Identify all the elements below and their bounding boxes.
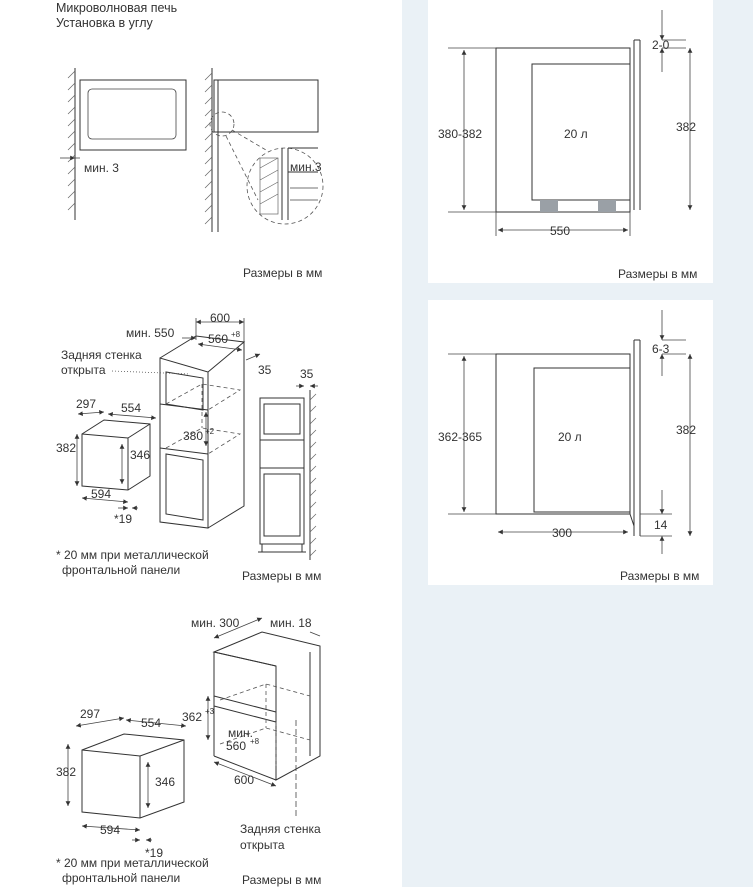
left-panel: Микроволновая печь Установка в углу мин.… — [0, 0, 402, 887]
corner-front-view: мин. 3 — [60, 68, 187, 220]
wall-oven-554: 554 — [141, 716, 161, 730]
side-view-panel-2: 6-3 382 362-365 20 л 300 14 Размеры в мм — [428, 300, 713, 585]
wall-rear-open: открыта — [240, 838, 285, 852]
side-view-panel-1: 2-0 382 380-382 20 л 550 Размеры в мм — [428, 0, 713, 283]
wall-560-sup: +8 — [250, 737, 260, 746]
title-line2: Установка в углу — [56, 16, 153, 30]
wall-footnote-2: фронтальной панели — [62, 871, 180, 885]
wall-min: мин. — [228, 726, 253, 740]
oven-554: 554 — [121, 401, 141, 415]
dim-380: 380 — [183, 429, 203, 443]
corner-side-view: мин.3 — [204, 68, 324, 232]
dim-35-b: 35 — [300, 367, 314, 381]
gap-label: 2-0 — [652, 38, 670, 52]
wall-oven-297: 297 — [80, 707, 100, 721]
wall-oven-594: 594 — [100, 823, 120, 837]
side-view-2-drawing: 6-3 382 362-365 20 л 300 14 Размеры в мм — [438, 310, 699, 583]
oven-346: 346 — [130, 448, 150, 462]
units-label-1: Размеры в мм — [618, 267, 697, 281]
oven-594: 594 — [91, 487, 111, 501]
dim-380-sup: +2 — [205, 427, 215, 436]
cabinet-footnote-1: * 20 мм при металлической — [56, 548, 209, 562]
wall-cabinet-drawing: 600 мин. 300 мин. 18 362 +3 мин. 560 +8 … — [56, 616, 321, 887]
wall-362: 362 — [182, 710, 202, 724]
height-range-label-2: 362-365 — [438, 430, 482, 444]
cabinet-footnote-2: фронтальной панели — [62, 563, 180, 577]
dim-600: 600 — [210, 311, 230, 325]
height-label: 382 — [676, 120, 696, 134]
height-label-2: 382 — [676, 423, 696, 437]
volume-label-2: 20 л — [558, 430, 582, 444]
height-range-label: 380-382 — [438, 127, 482, 141]
depth-label: 550 — [550, 224, 570, 238]
volume-label: 20 л — [564, 127, 588, 141]
wall-600: 600 — [234, 773, 254, 787]
wall-footnote-1: * 20 мм при металлической — [56, 856, 209, 870]
side-view-1-drawing: 2-0 382 380-382 20 л 550 Размеры в мм — [438, 10, 697, 281]
dim-35-a: 35 — [258, 363, 272, 377]
units-label-2: Размеры в мм — [620, 569, 699, 583]
title-line1: Микроволновая печь — [56, 1, 177, 15]
wall-oven-19: *19 — [145, 846, 163, 860]
min3-label-a: мин. 3 — [84, 161, 119, 175]
dim-min550: мин. 550 — [126, 326, 175, 340]
wall-units: Размеры в мм — [242, 873, 321, 887]
left-panel-drawings: Микроволновая печь Установка в углу мин.… — [56, 1, 324, 887]
oven-382: 382 — [56, 441, 76, 455]
wall-560: 560 — [226, 739, 246, 753]
wall-oven-382: 382 — [56, 765, 76, 779]
oven-297: 297 — [76, 397, 96, 411]
oven-19: *19 — [114, 512, 132, 526]
wall-min18: мин. 18 — [270, 616, 312, 630]
rear-open-label: открыта — [61, 363, 106, 377]
corner-units: Размеры в мм — [243, 266, 322, 280]
wall-362-sup: +3 — [205, 707, 215, 716]
cabinet-drawing: 600 мин. 550 560 +8 Задняя стенка открыт… — [56, 311, 321, 583]
rear-wall-label: Задняя стенка — [61, 348, 142, 362]
wall-min300: мин. 300 — [191, 616, 240, 630]
bottom-label: 14 — [654, 518, 668, 532]
gap-label-2: 6-3 — [652, 342, 670, 356]
wall-oven-346: 346 — [155, 775, 175, 789]
wall-rear-wall: Задняя стенка — [240, 822, 321, 836]
depth-label-2: 300 — [552, 526, 572, 540]
dim-560-sup: +8 — [231, 330, 241, 339]
cabinet-units: Размеры в мм — [242, 569, 321, 583]
min3-label-b: мин.3 — [290, 160, 322, 174]
dim-560: 560 — [208, 332, 228, 346]
